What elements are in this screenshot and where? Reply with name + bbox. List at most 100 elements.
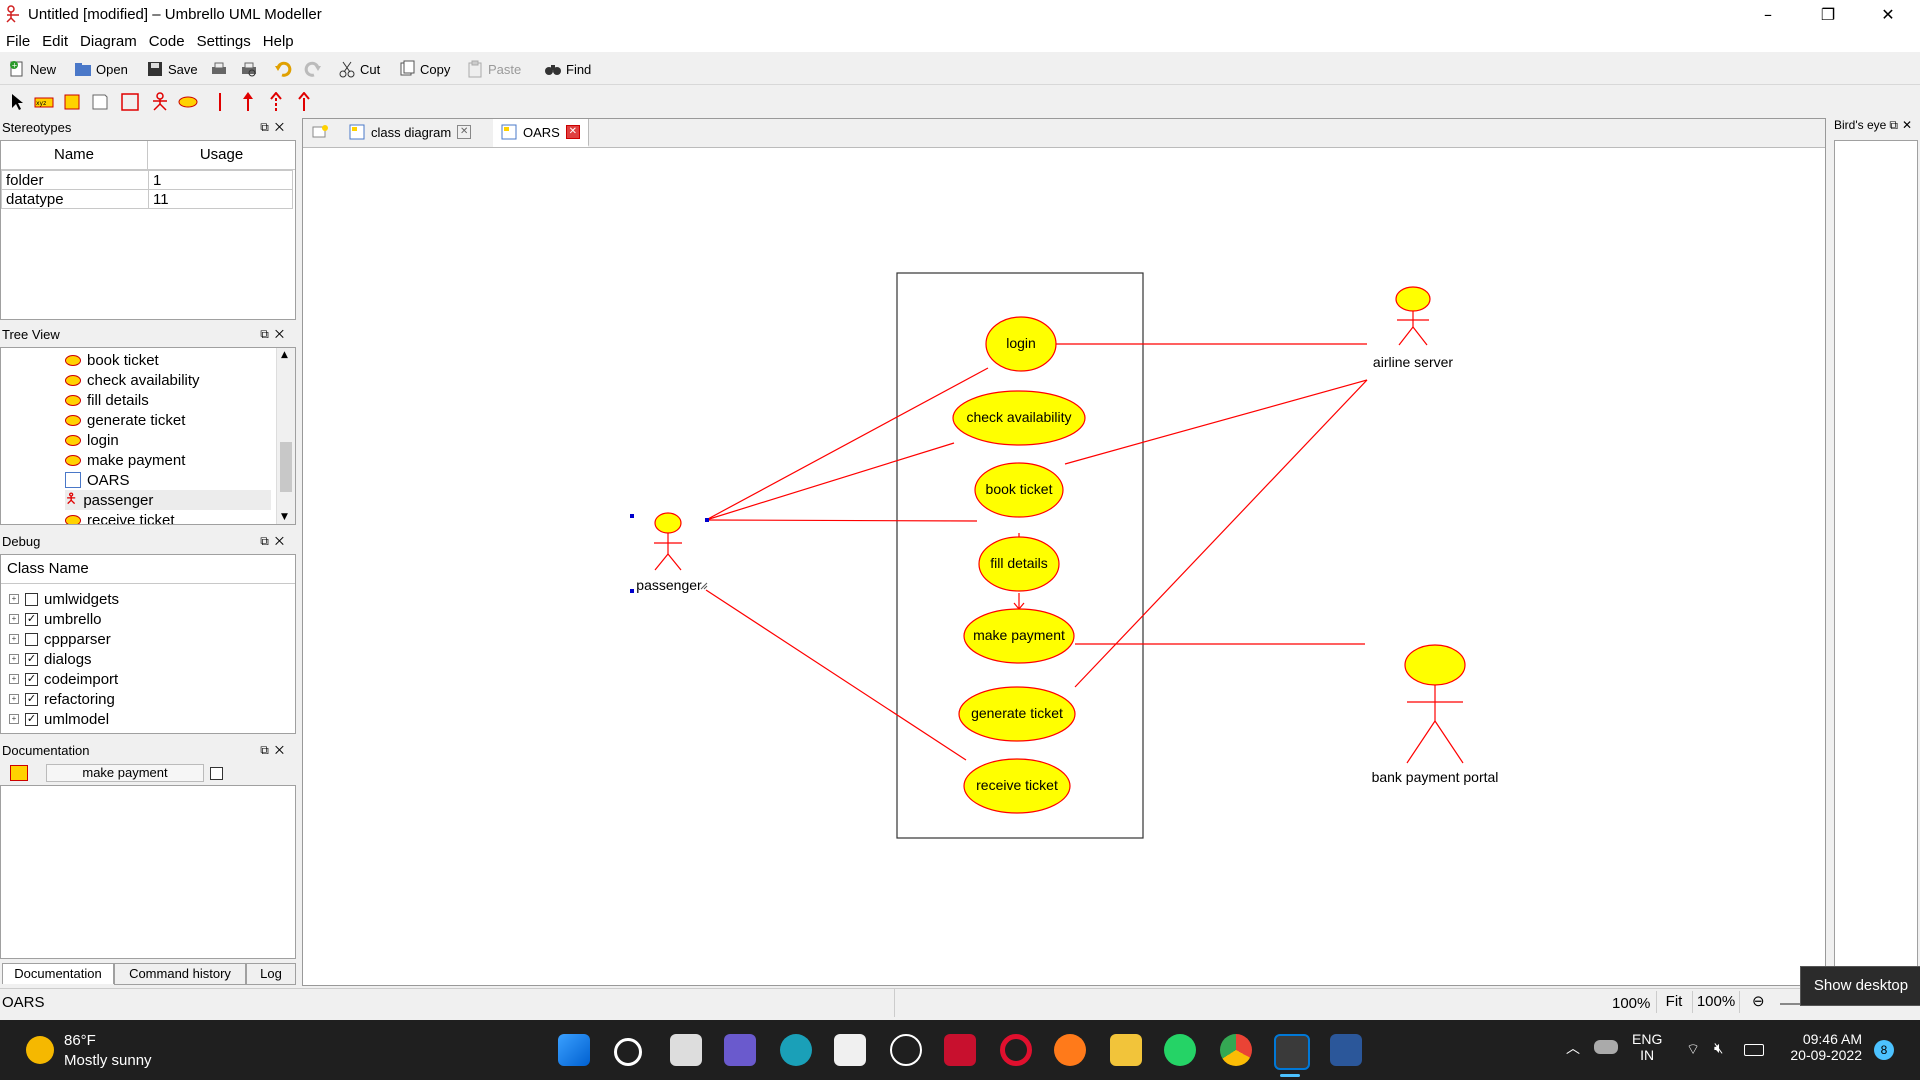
directional-association-icon[interactable] <box>238 92 258 112</box>
scroll-thumb[interactable] <box>280 442 292 492</box>
paste-button[interactable]: Paste <box>466 58 521 80</box>
menu-settings[interactable]: Settings <box>196 33 251 50</box>
association-generate-airline[interactable] <box>1074 379 1368 688</box>
tab-command-history[interactable]: Command history <box>114 963 246 985</box>
use-case-make-payment[interactable]: make payment <box>963 608 1075 664</box>
list-item[interactable]: book ticket <box>65 350 159 370</box>
column-header-usage[interactable]: Usage <box>199 146 244 163</box>
list-item[interactable]: generate ticket <box>65 410 185 430</box>
undo-button[interactable] <box>274 58 292 80</box>
selection-handle[interactable] <box>630 514 634 518</box>
panel-float-close-icons[interactable]: ⧉✕ <box>1889 118 1916 132</box>
diagram-area[interactable]: class diagram ✕ OARS ✕ <box>302 118 1826 986</box>
umbrello-taskbar-icon[interactable] <box>1274 1034 1310 1070</box>
expand-icon[interactable]: + <box>9 634 19 644</box>
edge-browser-icon[interactable] <box>780 1034 812 1066</box>
find-button[interactable]: Find <box>544 58 591 80</box>
close-tab-icon[interactable]: ✕ <box>565 125 580 139</box>
task-view-icon[interactable] <box>670 1034 702 1066</box>
expand-icon[interactable]: + <box>9 614 19 624</box>
menu-code[interactable]: Code <box>148 33 185 50</box>
dell-icon[interactable] <box>890 1034 922 1066</box>
list-item[interactable]: 🯅passenger <box>65 490 271 510</box>
documentation-field[interactable]: make payment <box>46 764 204 782</box>
weather-temp[interactable]: 86°F <box>64 1032 96 1049</box>
list-item[interactable]: +✓dialogs <box>9 649 92 669</box>
select-arrow-icon[interactable] <box>8 92 28 112</box>
use-case-fill-details[interactable]: fill details <box>978 536 1060 592</box>
list-item[interactable]: +✓codeimport <box>9 669 118 689</box>
list-item[interactable]: make payment <box>65 450 185 470</box>
text-line-icon[interactable]: xyz <box>34 92 54 112</box>
expand-icon[interactable]: + <box>9 654 19 664</box>
system-boundary[interactable] <box>896 272 1144 839</box>
opera-icon[interactable] <box>1000 1034 1032 1066</box>
list-item[interactable]: receive ticket <box>65 510 175 524</box>
onedrive-cloud-icon[interactable] <box>1594 1040 1618 1054</box>
checkbox[interactable] <box>25 592 38 606</box>
column-header-class-name[interactable]: Class Name <box>1 555 295 584</box>
dependency-tool-icon[interactable] <box>266 92 286 112</box>
association-passenger-receive[interactable] <box>705 589 967 761</box>
resize-grip-icon[interactable] <box>700 582 708 590</box>
scroll-up-icon[interactable]: ▲ <box>281 350 288 360</box>
use-case-book-ticket[interactable]: book ticket <box>974 462 1064 518</box>
list-item[interactable]: OARS <box>65 470 130 490</box>
tab-oars[interactable]: OARS ✕ <box>493 119 589 147</box>
association-tool-icon[interactable] <box>210 92 230 112</box>
mcafee-icon[interactable] <box>944 1034 976 1066</box>
association-book-airline[interactable] <box>1064 379 1368 465</box>
checkbox[interactable] <box>25 632 38 646</box>
windows-start-icon[interactable] <box>558 1034 590 1066</box>
wifi-icon[interactable]: ⌔ <box>1686 1041 1701 1058</box>
expand-icon[interactable]: + <box>9 694 19 704</box>
weather-sun-icon[interactable] <box>26 1036 54 1064</box>
checkbox-checked[interactable]: ✓ <box>25 672 38 686</box>
menu-file[interactable]: File <box>6 33 31 50</box>
list-item[interactable]: +umlwidgets <box>9 589 119 609</box>
tray-chevron-icon[interactable]: ︿ <box>1566 1040 1580 1056</box>
panel-float-close-icons[interactable]: ⧉✕ <box>260 120 290 134</box>
panel-float-close-icons[interactable]: ⧉✕ <box>260 534 290 548</box>
new-button[interactable]: + New <box>8 58 56 80</box>
list-item[interactable]: +✓refactoring <box>9 689 115 709</box>
actor-passenger[interactable]: passenger <box>630 512 709 593</box>
restore-button[interactable]: ❐ <box>1820 5 1836 24</box>
checkbox-checked[interactable]: ✓ <box>25 692 38 706</box>
anchor-note-icon[interactable] <box>90 92 110 112</box>
panel-float-close-icons[interactable]: ⧉✕ <box>260 327 290 341</box>
minimize-button[interactable]: – <box>1764 5 1772 24</box>
whatsapp-icon[interactable] <box>1164 1034 1196 1066</box>
close-button[interactable]: ✕ <box>1881 5 1895 24</box>
list-item[interactable]: check availability <box>65 370 200 390</box>
zoom-out-icon[interactable]: ⊖ <box>1752 993 1765 1010</box>
tab-log[interactable]: Log <box>246 963 296 985</box>
selection-handle[interactable] <box>630 589 634 593</box>
file-explorer-icon[interactable] <box>1110 1034 1142 1066</box>
expand-icon[interactable]: + <box>9 594 19 604</box>
documentation-textarea[interactable] <box>0 785 296 959</box>
box-icon[interactable] <box>120 92 140 112</box>
volume-muted-icon[interactable]: 🔇︎ <box>1714 1040 1724 1057</box>
panel-float-close-icons[interactable]: ⧉✕ <box>260 743 290 757</box>
battery-icon[interactable] <box>1744 1044 1764 1056</box>
tab-documentation[interactable]: Documentation <box>2 963 114 984</box>
language-indicator[interactable]: ENG IN <box>1632 1031 1663 1063</box>
expand-icon[interactable]: + <box>9 714 19 724</box>
clock[interactable]: 09:46 AM 20-09-2022 <box>1790 1031 1862 1063</box>
column-header-name[interactable]: Name <box>1 141 148 169</box>
checkbox-checked[interactable]: ✓ <box>25 652 38 666</box>
weather-desc[interactable]: Mostly sunny <box>64 1052 152 1069</box>
open-button[interactable]: Open <box>74 58 128 80</box>
list-item[interactable]: +✓umbrello <box>9 609 102 629</box>
documentation-checkbox[interactable] <box>210 767 223 780</box>
use-case-generate-ticket[interactable]: generate ticket <box>958 686 1076 742</box>
expand-icon[interactable]: + <box>9 674 19 684</box>
association-passenger-login[interactable] <box>705 367 989 521</box>
actor-tool-icon[interactable] <box>150 92 170 112</box>
copy-button[interactable]: Copy <box>398 58 450 80</box>
search-icon[interactable] <box>614 1038 642 1066</box>
firefox-icon[interactable] <box>1054 1034 1086 1066</box>
note-icon[interactable] <box>62 92 82 112</box>
use-case-diagram[interactable]: login check availability book ticket fil… <box>303 148 1825 984</box>
